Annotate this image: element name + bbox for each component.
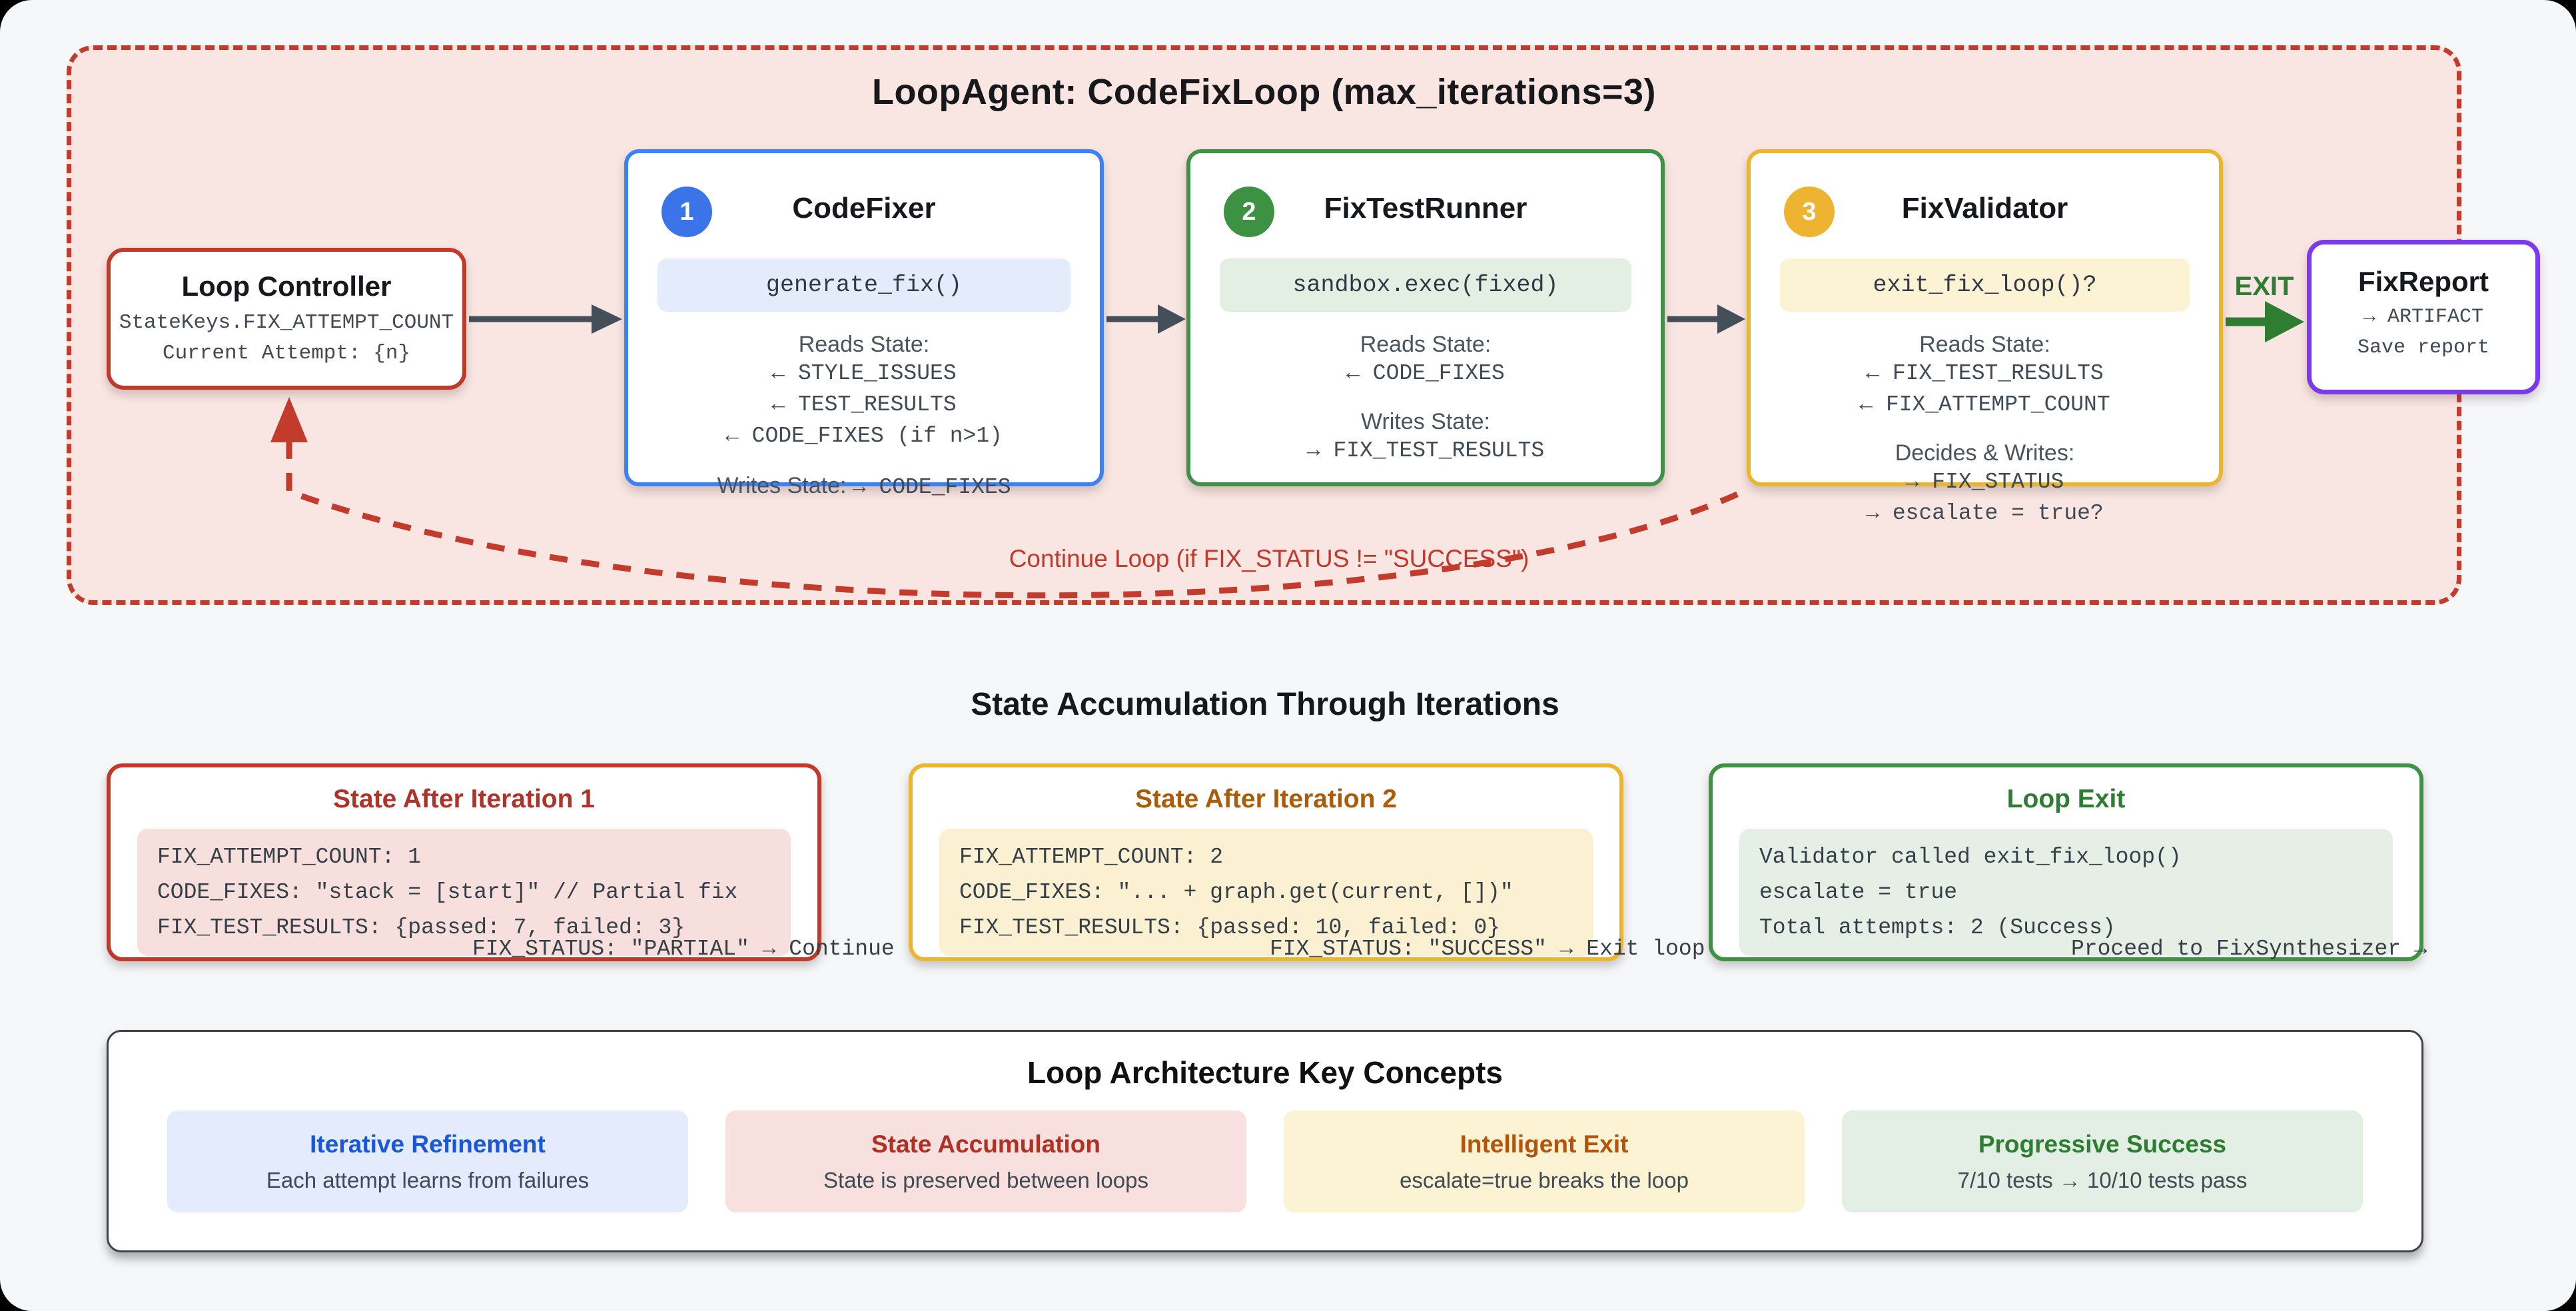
state-box-title: State After Iteration 2 (1135, 785, 1397, 813)
concept-chip-intelligent-exit: Intelligent Exit escalate=true breaks th… (1284, 1110, 1805, 1212)
concept-title: Iterative Refinement (310, 1130, 546, 1158)
reads-state-heading: Reads State: (1360, 332, 1492, 357)
fix-report-save: Save report (2357, 336, 2490, 359)
agent-method-chip: sandbox.exec(fixed) (1220, 258, 1631, 312)
state-code-line: FIX_TEST_RESULTS: {passed: 7, failed: 3} (157, 915, 685, 940)
loop-controller-title: Loop Controller (181, 270, 392, 302)
state-box-title: Loop Exit (2006, 785, 2126, 813)
step-number-badge: 2 (1224, 187, 1274, 237)
reads-state-item: ← FIX_ATTEMPT_COUNT (1859, 392, 2110, 417)
state-code-line: escalate = true (1759, 880, 1958, 905)
key-concepts-row: Iterative Refinement Each attempt learns… (109, 1110, 2421, 1212)
state-flow-line: Proceed to FixSynthesizer → (2071, 937, 2427, 961)
fix-report-artifact: → ARTIFACT (2363, 306, 2484, 328)
step-number-badge: 3 (1784, 187, 1835, 237)
loop-controller-attempt: Current Attempt: {n} (162, 342, 411, 365)
agent-method-chip: exit_fix_loop()? (1780, 258, 2190, 312)
concept-title: Progressive Success (1978, 1130, 2227, 1158)
writes-state-heading: Writes State: (1361, 409, 1490, 434)
exit-label: EXIT (2234, 272, 2294, 301)
reads-state-item: ← TEST_RESULTS (771, 392, 957, 417)
agent-box-codefixer: 1 CodeFixer generate_fix() Reads State: … (624, 149, 1104, 500)
fix-report-title: FixReport (2358, 266, 2489, 297)
step-number-badge: 1 (661, 187, 712, 237)
reads-state-item: ← STYLE_ISSUES (771, 361, 957, 386)
concept-subtitle: escalate=true breaks the loop (1400, 1167, 1689, 1192)
concept-chip-state-accumulation: State Accumulation State is preserved be… (725, 1110, 1246, 1212)
writes-state-item: → escalate = true? (1866, 501, 2104, 526)
continue-loop-label: Continue Loop (if FIX_STATUS != "SUCCESS… (1009, 545, 1529, 572)
state-code-line: Total attempts: 2 (Success) (1759, 915, 2116, 940)
agent-title: FixTestRunner (1324, 192, 1527, 224)
state-code-block: FIX_ATTEMPT_COUNT: 2 CODE_FIXES: "... + g… (939, 829, 1593, 956)
reads-state-heading: Reads State: (1919, 332, 2050, 357)
state-box-iteration-2: State After Iteration 2 FIX_ATTEMPT_COUN… (909, 763, 1705, 961)
state-code-block: Validator called exit_fix_loop() escalate… (1739, 829, 2393, 956)
state-flow-line: FIX_STATUS: "PARTIAL" → Continue loop (472, 937, 961, 961)
state-code-line: CODE_FIXES: "... + graph.get(current, []… (959, 880, 1513, 905)
state-code-line: FIX_TEST_RESULTS: {passed: 10, failed: 0… (959, 915, 1500, 940)
writes-state-line: Writes State: → CODE_FIXES (628, 473, 1100, 500)
writes-state-heading: Writes State: (717, 473, 847, 498)
loop-controller-box: Loop Controller StateKeys.FIX_ATTEMPT_CO… (107, 248, 466, 390)
state-code-block: FIX_ATTEMPT_COUNT: 1 CODE_FIXES: "stack =… (137, 829, 791, 956)
agent-title: CodeFixer (792, 192, 936, 224)
concept-subtitle: 7/10 tests → 10/10 tests pass (1957, 1167, 2248, 1192)
reads-state-item: ← FIX_TEST_RESULTS (1866, 361, 2104, 386)
loop-controller-statekey: StateKeys.FIX_ATTEMPT_COUNT (119, 311, 454, 334)
state-flow-line: FIX_STATUS: "SUCCESS" → Exit loop (1270, 937, 1705, 961)
reads-state-item: ← CODE_FIXES (1346, 361, 1505, 386)
agent-title: FixValidator (1901, 192, 2068, 224)
fix-report-box: FixReport → ARTIFACT Save report (2307, 240, 2540, 394)
state-box-iteration-1: State After Iteration 1 FIX_ATTEMPT_COUN… (107, 763, 961, 961)
decides-writes-heading: Decides & Writes: (1895, 440, 2075, 466)
reads-state-item: ← CODE_FIXES (if n>1) (725, 424, 1003, 448)
key-concepts-title: Loop Architecture Key Concepts (1027, 1055, 1503, 1090)
agent-box-fixtestrunner: 2 FixTestRunner sandbox.exec(fixed) Read… (1186, 149, 1665, 486)
concept-subtitle: Each attempt learns from failures (266, 1167, 590, 1192)
concept-chip-progressive-success: Progressive Success 7/10 tests → 10/10 t… (1842, 1110, 2363, 1212)
agent-method-chip: generate_fix() (657, 258, 1071, 312)
state-box-loop-exit: Loop Exit Validator called exit_fix_loop… (1709, 763, 2427, 961)
concept-title: State Accumulation (871, 1130, 1101, 1158)
state-code-line: Validator called exit_fix_loop() (1759, 845, 2182, 869)
state-code-line: FIX_ATTEMPT_COUNT: 2 (959, 845, 1224, 869)
state-section-title: State Accumulation Through Iterations (971, 687, 1559, 722)
state-code-line: CODE_FIXES: "stack = [start]" // Partial… (157, 880, 738, 905)
concept-chip-iterative-refinement: Iterative Refinement Each attempt learns… (167, 1110, 688, 1212)
key-concepts-box: Loop Architecture Key Concepts Iterative… (107, 1030, 2423, 1252)
writes-state-item: → FIX_TEST_RESULTS (1306, 438, 1545, 463)
writes-state-item: → CODE_FIXES (852, 475, 1011, 500)
writes-state-item: → FIX_STATUS (1905, 470, 2064, 494)
state-box-title: State After Iteration 1 (333, 785, 595, 813)
loop-title: LoopAgent: CodeFixLoop (max_iterations=3… (871, 72, 1657, 112)
state-code-line: FIX_ATTEMPT_COUNT: 1 (157, 845, 422, 869)
agent-box-fixvalidator: 3 FixValidator exit_fix_loop()? Reads St… (1747, 149, 2223, 526)
concept-subtitle: State is preserved between loops (823, 1167, 1148, 1192)
concept-title: Intelligent Exit (1460, 1130, 1629, 1158)
reads-state-heading: Reads State: (798, 332, 930, 357)
